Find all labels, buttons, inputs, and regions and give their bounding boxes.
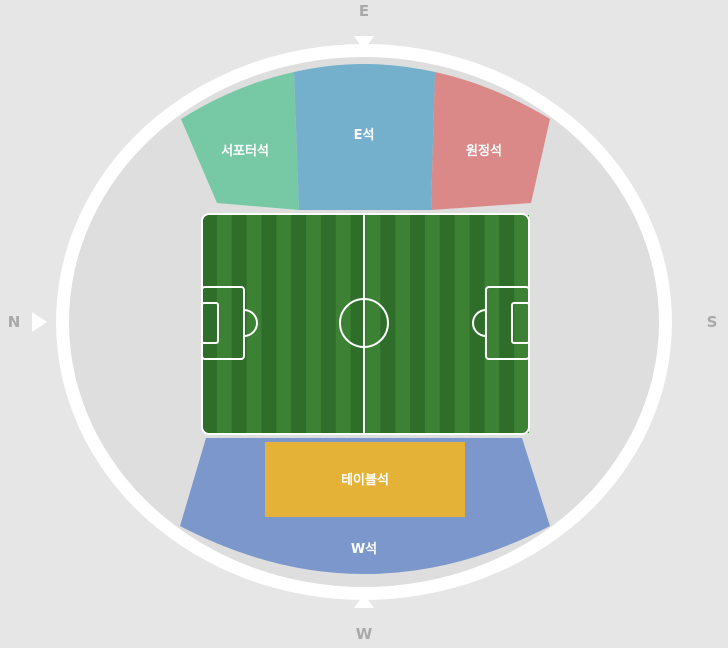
section-east[interactable]: E석 (294, 64, 435, 210)
section-table[interactable]: 테이블석 (265, 442, 465, 517)
section-supporters[interactable]: 서포터석 (181, 72, 299, 210)
compass-south-label: S (706, 313, 718, 331)
pitch-stripe (306, 215, 321, 433)
pitch-stripe (216, 215, 232, 433)
football-pitch (201, 213, 530, 435)
pitch-stripe (365, 215, 381, 433)
compass-east-marker (354, 36, 374, 50)
section-supporters-label: 서포터석 (221, 143, 269, 159)
section-away-shape[interactable] (431, 72, 550, 210)
compass-west-label: W (355, 625, 373, 643)
pitch-stripe (335, 215, 351, 433)
section-west-label: W석 (351, 542, 377, 557)
pitch-left-penalty-arc (243, 309, 258, 337)
pitch-stripe (514, 215, 529, 433)
pitch-stripe (454, 215, 470, 433)
pitch-stripe (246, 215, 262, 433)
compass-east-label: E (358, 2, 370, 20)
pitch-right-goal-box (511, 302, 530, 344)
compass-north-marker (32, 312, 47, 332)
section-table-shape[interactable] (265, 442, 465, 517)
pitch-markings (201, 213, 530, 435)
compass-west-marker (354, 594, 374, 608)
pitch-stripe (424, 215, 440, 433)
pitch-left-goal-box (201, 302, 219, 344)
pitch-stripe (484, 215, 500, 433)
section-east-shape[interactable] (294, 64, 435, 210)
pitch-center-circle (339, 298, 389, 348)
pitch-stripe (276, 215, 292, 433)
pitch-stripes (216, 215, 529, 433)
section-supporters-shape[interactable] (181, 72, 299, 210)
pitch-right-penalty-arc (472, 309, 487, 337)
section-east-label: E석 (354, 128, 375, 143)
section-table-label: 테이블석 (341, 472, 389, 488)
section-away[interactable]: 원정석 (431, 72, 550, 210)
section-away-label: 원정석 (466, 143, 502, 159)
pitch-stripe (395, 215, 411, 433)
compass-north-label: N (7, 313, 21, 331)
